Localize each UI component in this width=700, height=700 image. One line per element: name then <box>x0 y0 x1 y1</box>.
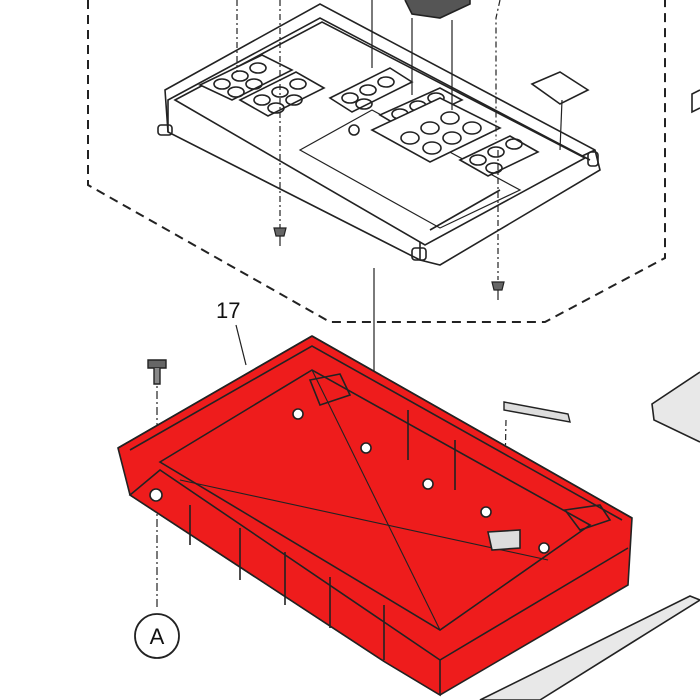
upper-housing-assembly <box>157 0 601 266</box>
screw-upper-right <box>491 281 505 300</box>
reference-callout: A <box>134 613 180 659</box>
subassembly-dashed-boundary <box>87 0 666 323</box>
connector-block-5 <box>370 97 502 163</box>
tray-inner-floor <box>158 369 592 631</box>
label-sticker <box>530 71 590 105</box>
part-number-label: 17 <box>216 298 240 323</box>
highlighted-base-tray-part-17 <box>117 335 633 697</box>
pin-part <box>503 401 571 423</box>
adjacent-panel <box>479 89 700 700</box>
reference-callout-label: A <box>150 624 165 649</box>
part-17-leader <box>235 324 247 366</box>
connector-block-1 <box>198 54 294 101</box>
screw-upper-left <box>273 227 287 246</box>
connector-block-6 <box>458 135 540 177</box>
tray-screw <box>147 359 167 385</box>
connector-block-2 <box>238 71 326 117</box>
